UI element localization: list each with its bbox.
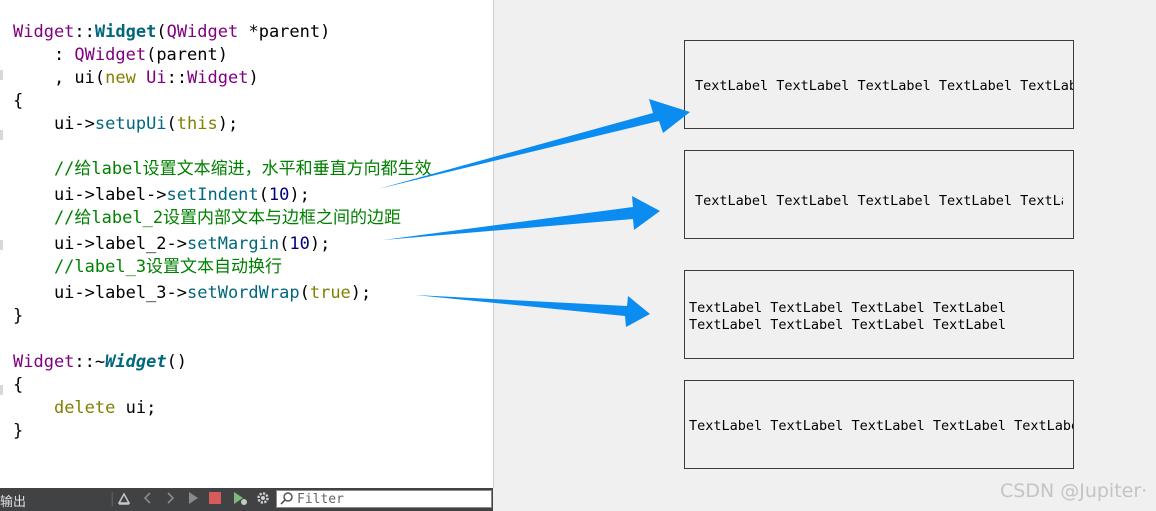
code-line-7: ui->label->setIndent(10); xyxy=(13,185,310,205)
preview-label-default: TextLabel TextLabel TextLabel TextLabel … xyxy=(684,380,1074,469)
next-icon[interactable] xyxy=(164,490,176,511)
code-line-2: : QWidget(parent) xyxy=(13,45,228,65)
code-line-11: ui->label_3->setWordWrap(true); xyxy=(13,283,372,303)
code-comment-2: //给label_2设置内部文本与边框之间的边距 xyxy=(13,208,402,228)
code-line-14: { xyxy=(13,375,24,395)
code-editor[interactable]: Widget::Widget(QWidget *parent) : QWidge… xyxy=(0,0,494,488)
code-line-12: } xyxy=(13,306,24,326)
output-pane-toolbar: 输出 | xyxy=(0,488,493,511)
gutter-marker xyxy=(0,70,3,80)
code-line-5: ui->setupUi(this); xyxy=(13,114,239,134)
preview-label-wordwrap: TextLabel TextLabel TextLabel TextLabel … xyxy=(684,270,1074,359)
label-4-text: TextLabel TextLabel TextLabel TextLabel … xyxy=(689,418,1074,434)
code-line-9: ui->label_2->setMargin(10); xyxy=(13,234,331,254)
gutter-marker xyxy=(0,240,3,250)
output-pane-title: 输出 xyxy=(0,495,27,510)
label-3-line-2: TextLabel TextLabel TextLabel TextLabel xyxy=(689,317,1006,333)
watermark: CSDN @Jupiter· xyxy=(1000,480,1148,502)
toolbar-separator: | xyxy=(108,491,117,507)
label-2-text: TextLabel TextLabel TextLabel TextLabel … xyxy=(695,193,1074,209)
code-line-4: { xyxy=(13,91,24,111)
run-icon[interactable] xyxy=(186,490,200,511)
code-comment-1: //给label设置文本缩进，水平和垂直方向都生效 xyxy=(13,159,432,179)
clear-icon[interactable] xyxy=(117,490,131,511)
label-3-line-1: TextLabel TextLabel TextLabel TextLabel xyxy=(689,300,1006,316)
filter-input[interactable] xyxy=(297,491,487,507)
settings-icon[interactable] xyxy=(255,490,271,511)
gutter-marker xyxy=(0,385,3,395)
search-icon xyxy=(280,490,294,510)
code-line-16: } xyxy=(13,421,24,441)
debug-run-icon[interactable] xyxy=(232,490,248,511)
code-line-15: delete ui; xyxy=(53,398,157,418)
code-line-3: , ui(new Ui::Widget) xyxy=(13,68,259,88)
stop-icon[interactable] xyxy=(208,490,222,511)
prev-icon[interactable] xyxy=(142,490,154,511)
label-text: TextLabel TextLabel TextLabel TextLabel … xyxy=(695,78,1074,94)
filter-field[interactable] xyxy=(276,490,492,508)
code-line-13: Widget::~Widget() xyxy=(13,352,188,372)
gutter-marker xyxy=(0,130,3,140)
preview-label-margin: TextLabel TextLabel TextLabel TextLabel … xyxy=(684,150,1074,239)
preview-label-indent: TextLabel TextLabel TextLabel TextLabel … xyxy=(684,40,1074,129)
code-line-1: Widget::Widget(QWidget *parent) xyxy=(13,22,331,42)
code-comment-3: //label_3设置文本自动换行 xyxy=(13,257,283,277)
